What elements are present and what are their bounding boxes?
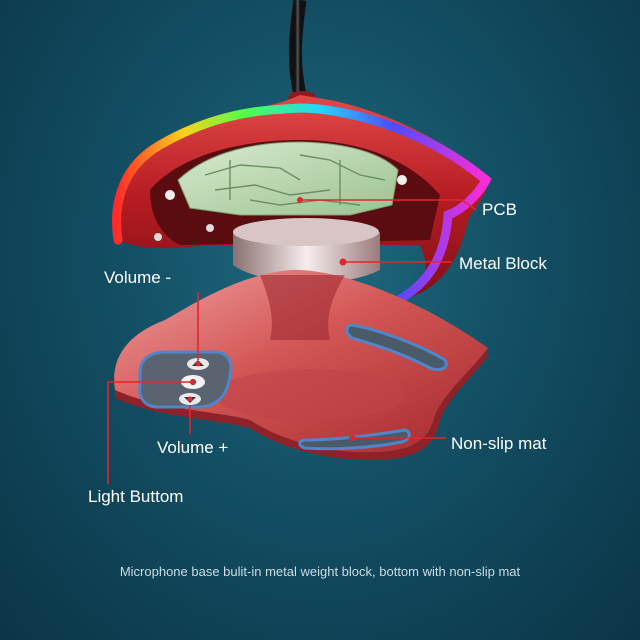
gooseneck	[288, 0, 307, 97]
non-slip-mat-right	[345, 323, 448, 372]
leader-pcb	[300, 199, 477, 211]
rgb-light-ring	[112, 103, 492, 305]
screw-hole	[165, 190, 175, 200]
label-volume-plus: Volume +	[157, 438, 229, 457]
base-recess	[215, 369, 405, 421]
label-non-slip-mat: Non-slip mat	[451, 434, 547, 453]
leader-dots	[187, 197, 355, 441]
base-cone	[260, 275, 345, 340]
label-volume-minus: Volume -	[104, 268, 172, 287]
label-metal-block: Metal Block	[459, 254, 547, 273]
metal-block-top	[233, 218, 379, 246]
pcb-traces	[204, 154, 386, 206]
label-light-button: Light Buttom	[88, 487, 184, 506]
pcb-board	[177, 141, 399, 216]
screw-hole	[206, 224, 214, 232]
leader-lines	[107, 199, 477, 484]
screw-hole	[154, 233, 162, 241]
screw-hole	[397, 175, 407, 185]
caption: Microphone base bulit-in metal weight bl…	[119, 564, 521, 579]
label-pcb: PCB	[482, 200, 517, 219]
leader-light-button	[107, 381, 193, 484]
